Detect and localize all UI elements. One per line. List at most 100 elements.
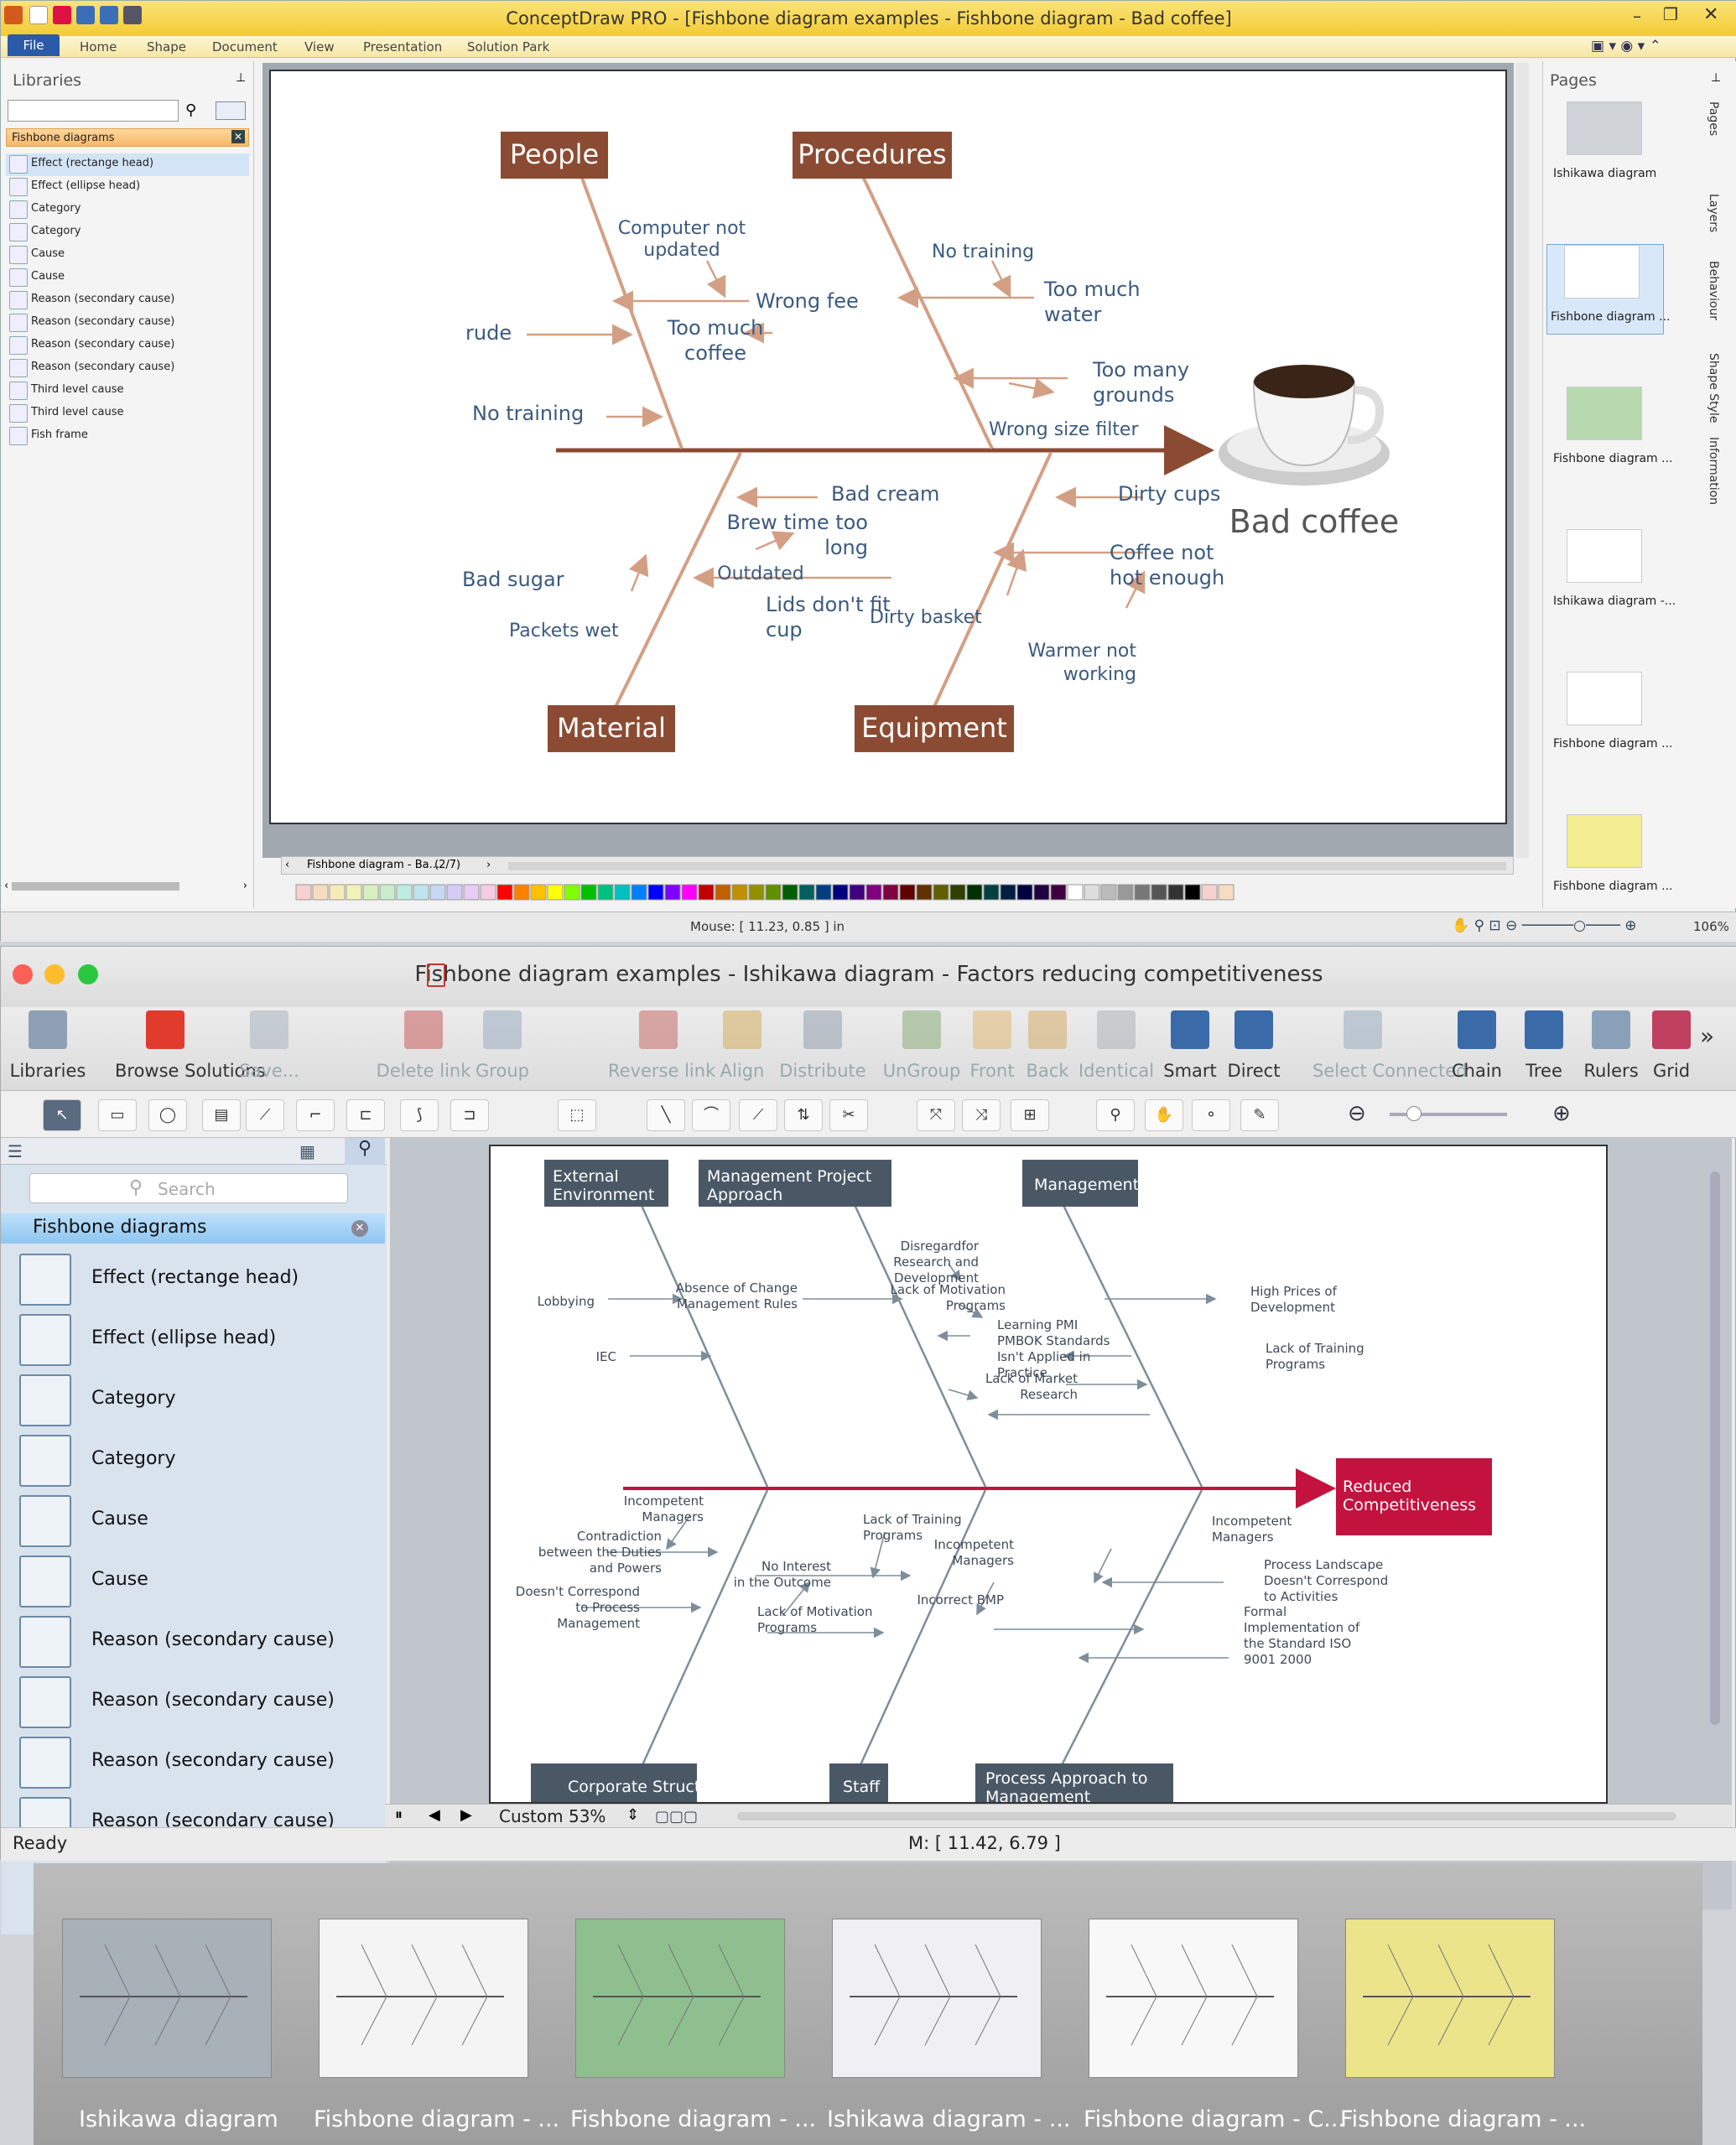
- color-swatch[interactable]: [916, 884, 933, 901]
- toolbar-button-direct[interactable]: Direct: [1203, 1010, 1304, 1081]
- toolbar-button-grid[interactable]: Grid: [1621, 1010, 1722, 1081]
- drawing-tool-icon[interactable]: ⚲: [1096, 1099, 1135, 1131]
- active-library-header[interactable]: Fishbone diagrams ✕: [1, 1213, 385, 1244]
- drawing-tool-icon[interactable]: ↖: [43, 1099, 81, 1131]
- color-swatch[interactable]: [1000, 884, 1016, 901]
- drawing-tool-icon[interactable]: ⊐: [450, 1099, 489, 1131]
- library-item[interactable]: Effect (ellipse head): [19, 1312, 380, 1368]
- view-mode-icons[interactable]: ▢▢▢: [655, 1808, 699, 1826]
- color-swatch[interactable]: [413, 884, 429, 901]
- color-swatch[interactable]: [664, 884, 681, 901]
- toolbar-button-reverse-link[interactable]: Reverse link: [608, 1010, 715, 1081]
- color-swatch[interactable]: [715, 884, 731, 901]
- toolbar-button-group[interactable]: Group: [452, 1010, 553, 1081]
- color-swatch[interactable]: [429, 884, 446, 901]
- library-item[interactable]: Cause: [6, 244, 249, 267]
- library-menu-icon[interactable]: [216, 101, 246, 120]
- color-swatch[interactable]: [1084, 884, 1100, 901]
- toolbar-button-delete-link[interactable]: Delete link: [373, 1010, 474, 1081]
- color-swatch[interactable]: [346, 884, 362, 901]
- color-swatch[interactable]: [564, 884, 580, 901]
- color-swatch[interactable]: [698, 884, 715, 901]
- horizontal-scrollbar[interactable]: [508, 862, 1506, 870]
- library-search-input[interactable]: [8, 100, 179, 122]
- zoom-out-icon[interactable]: ⊖: [1348, 1101, 1366, 1126]
- drawing-tool-icon[interactable]: ⤧: [917, 1099, 955, 1131]
- page-thumbnail[interactable]: Ishikawa diagram: [1550, 101, 1676, 185]
- page-thumbnail[interactable]: Ishikawa diagram -...: [1550, 529, 1676, 613]
- toolbar-button-chain[interactable]: Chain: [1427, 1010, 1527, 1081]
- page-thumbnail[interactable]: Fishbone diagram ...: [1550, 672, 1676, 756]
- drawing-tool-icon[interactable]: ⊞: [1011, 1099, 1049, 1131]
- redo-icon[interactable]: [100, 6, 118, 24]
- color-swatch[interactable]: [798, 884, 815, 901]
- zoom-tools[interactable]: ✋ ⚲ ⊡ ⊖ ──────○──── ⊕: [1452, 917, 1637, 934]
- zoom-window-button[interactable]: [78, 964, 98, 984]
- drawing-tool-icon[interactable]: ⟆: [400, 1099, 439, 1131]
- pause-icon[interactable]: ⏸: [395, 1806, 403, 1824]
- library-item[interactable]: Reason (secondary cause): [19, 1675, 380, 1730]
- color-swatch[interactable]: [513, 884, 530, 901]
- vertical-scrollbar[interactable]: [1710, 1171, 1720, 1725]
- color-swatch[interactable]: [1201, 884, 1218, 901]
- library-item[interactable]: Fish frame: [6, 425, 249, 448]
- library-item[interactable]: Cause: [19, 1493, 380, 1549]
- color-swatch[interactable]: [681, 884, 698, 901]
- color-swatch[interactable]: [1016, 884, 1033, 901]
- minimize-window-button[interactable]: [44, 964, 65, 984]
- side-tab[interactable]: Shape Style: [1707, 353, 1720, 423]
- gallery-thumbnail[interactable]: [319, 1919, 528, 2078]
- search-icon[interactable]: ⚲: [345, 1138, 385, 1165]
- tab-document[interactable]: Document: [212, 39, 278, 55]
- drawing-tool-icon[interactable]: ╲: [647, 1099, 685, 1131]
- close-library-icon[interactable]: ✕: [351, 1220, 368, 1237]
- color-swatch[interactable]: [849, 884, 865, 901]
- color-swatch[interactable]: [329, 884, 346, 901]
- prev-page-icon[interactable]: ‹: [285, 859, 290, 871]
- color-swatch[interactable]: [832, 884, 849, 901]
- toolbar-button-back[interactable]: Back: [997, 1010, 1098, 1081]
- color-swatch[interactable]: [1151, 884, 1167, 901]
- color-swatch[interactable]: [1100, 884, 1117, 901]
- color-swatch[interactable]: [1050, 884, 1067, 901]
- color-swatch[interactable]: [446, 884, 463, 901]
- color-swatch[interactable]: [295, 884, 312, 901]
- color-swatch[interactable]: [899, 884, 916, 901]
- color-swatch[interactable]: [1067, 884, 1084, 901]
- color-swatch[interactable]: [379, 884, 396, 901]
- maximize-button[interactable]: ❐: [1663, 4, 1678, 24]
- library-item[interactable]: Category: [6, 199, 249, 221]
- library-item[interactable]: Cause: [19, 1554, 380, 1609]
- open-icon[interactable]: [53, 6, 71, 24]
- color-swatch[interactable]: [614, 884, 631, 901]
- library-item[interactable]: Reason (secondary cause): [6, 335, 249, 357]
- next-page-icon[interactable]: ›: [486, 859, 491, 871]
- save-icon[interactable]: [123, 6, 142, 24]
- side-tab[interactable]: Information: [1707, 437, 1720, 506]
- library-item[interactable]: Cause: [6, 267, 249, 289]
- toolbar-button-libraries[interactable]: Libraries: [0, 1010, 98, 1081]
- color-swatch[interactable]: [882, 884, 899, 901]
- library-list-icon[interactable]: ☰: [8, 1141, 23, 1161]
- new-icon[interactable]: [29, 6, 48, 24]
- library-item[interactable]: Third level cause: [6, 403, 249, 425]
- zoom-in-icon[interactable]: ⊕: [1552, 1101, 1571, 1126]
- prev-page-icon[interactable]: ◀: [429, 1806, 440, 1824]
- color-swatch[interactable]: [480, 884, 496, 901]
- drawing-tool-icon[interactable]: ◯: [148, 1099, 187, 1131]
- side-tab[interactable]: Behaviour: [1707, 261, 1720, 321]
- library-item[interactable]: Reason (secondary cause): [6, 357, 249, 380]
- help-icons[interactable]: ▣ ▾ ◉ ▾ ⌃: [1591, 38, 1661, 55]
- page-thumbnail[interactable]: Fishbone diagram ...: [1550, 387, 1676, 470]
- library-item[interactable]: Category: [19, 1373, 380, 1428]
- toolbar-button-ungroup[interactable]: UnGroup: [871, 1010, 972, 1081]
- tab-shape[interactable]: Shape: [147, 39, 186, 55]
- drawing-tool-icon[interactable]: ✂: [829, 1099, 868, 1131]
- drawing-tool-icon[interactable]: ⤨: [962, 1099, 1001, 1131]
- zoom-select[interactable]: Custom 53%: [499, 1806, 606, 1826]
- color-swatch[interactable]: [1167, 884, 1184, 901]
- toolbar-button-align[interactable]: Align: [692, 1010, 793, 1081]
- toolbar-button-rulers[interactable]: Rulers: [1561, 1010, 1661, 1081]
- more-icon[interactable]: »: [1700, 1022, 1715, 1050]
- color-swatch[interactable]: [580, 884, 597, 901]
